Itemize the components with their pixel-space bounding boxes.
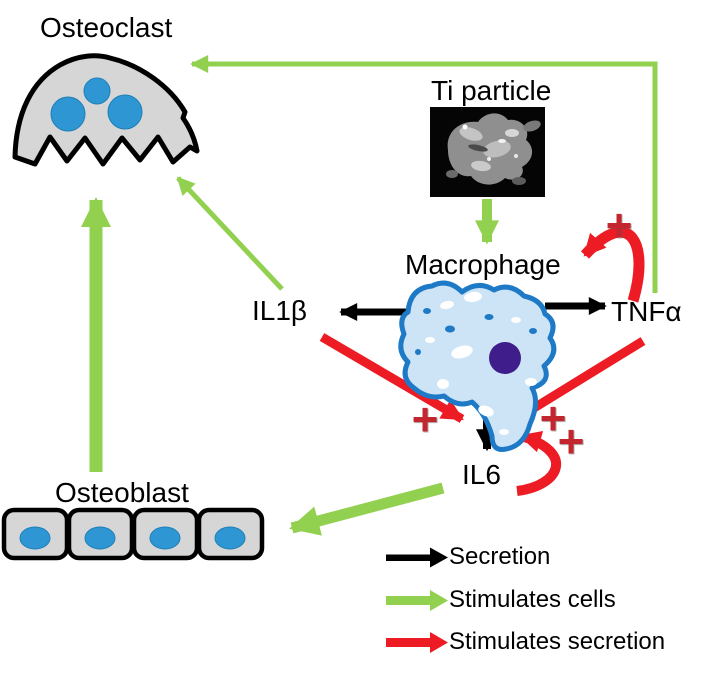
legend-item-secretion: Secretion [386,543,550,571]
plus-sign-il6-loop: + [557,415,585,468]
plus-sign-tnfa-loop: + [605,199,633,252]
legend-item-stimulates-cells: Stimulates cells [386,586,616,614]
macrophage-vacuole [511,317,521,323]
osteoclast-nucleus [50,96,86,132]
ti-particle-fragment [512,177,526,185]
arrow-il1b-to-osteoclast [176,176,284,291]
green-arrow-icon [386,589,448,611]
macrophage-vacuole [425,337,435,343]
ti-particle-fragment [446,170,458,178]
macrophage-vacuole [478,405,494,417]
osteoblast-cells [1,507,265,561]
ti-particle-highlight [471,160,491,172]
macrophage-granule [484,314,494,320]
ti-particle-speck [498,139,506,143]
arrow-il1b-to-il6 [319,333,465,423]
ti-particle-speck [487,157,491,161]
plus-sign-il1b-to-il6: + [411,393,439,446]
macrophage-vacuole [451,345,473,359]
ti-particle-shadow [468,144,488,152]
macrophage-body [398,280,557,452]
arrow-tnfa-to-osteoclast [190,55,658,293]
ti-particle-highlight [505,129,519,137]
macrophage-cell [398,280,557,452]
osteoclast-label: Osteoclast [40,12,173,43]
legend-item-stimulates-secretion: Stimulates secretion [386,628,665,656]
osteoblast-nucleus [19,526,51,550]
ti-particle-speck [514,154,518,158]
il1b-label: IL1β [252,295,308,326]
ti-particle-highlight [459,127,483,141]
osteoclast-body [12,53,200,167]
macrophage-vacuole [464,291,482,303]
osteoclast-nucleus [83,77,111,105]
osteoclast-nucleus [107,94,143,130]
arrow-tnfa-self-loop [580,226,645,303]
legend-label-stimulates-cells: Stimulates cells [449,586,616,613]
ti-particle-speck [462,124,468,130]
macrophage-vacuole [440,300,454,310]
macrophage-nucleus [489,342,521,374]
osteoblast-nucleus [84,526,116,550]
plus-sign-tnfa-to-il6: + [539,392,567,445]
ti-particle-image [430,107,545,197]
macrophage-vacuole [499,429,509,435]
ti-particle-label: Ti particle [431,75,552,106]
osteoblast-label: Osteoblast [55,477,189,508]
tnfa-label: TNFα [611,296,682,327]
red-arrow-icon [386,631,448,653]
macrophage-granule [423,308,431,314]
arrow-il6-to-osteoblast [289,482,445,536]
black-arrow-icon [386,547,448,567]
macrophage-vacuole [525,378,537,386]
legend-label-stimulates-secretion: Stimulates secretion [449,628,666,655]
macrophage-granule [445,325,455,333]
osteoblast-nucleus [214,526,246,550]
ti-particle-highlight [483,140,511,158]
ti-particle-fragment [523,120,541,132]
macrophage-vacuole [437,379,449,389]
macrophage-granule [415,349,421,355]
macrophage-label: Macrophage [405,249,561,280]
macrophage-granule [529,328,537,334]
osteoclast-cell [12,53,200,167]
legend-label-secretion: Secretion [449,543,551,570]
arrow-il6-self-loop [516,430,561,496]
osteoblast-nucleus [149,526,181,550]
il6-label: IL6 [462,459,501,490]
